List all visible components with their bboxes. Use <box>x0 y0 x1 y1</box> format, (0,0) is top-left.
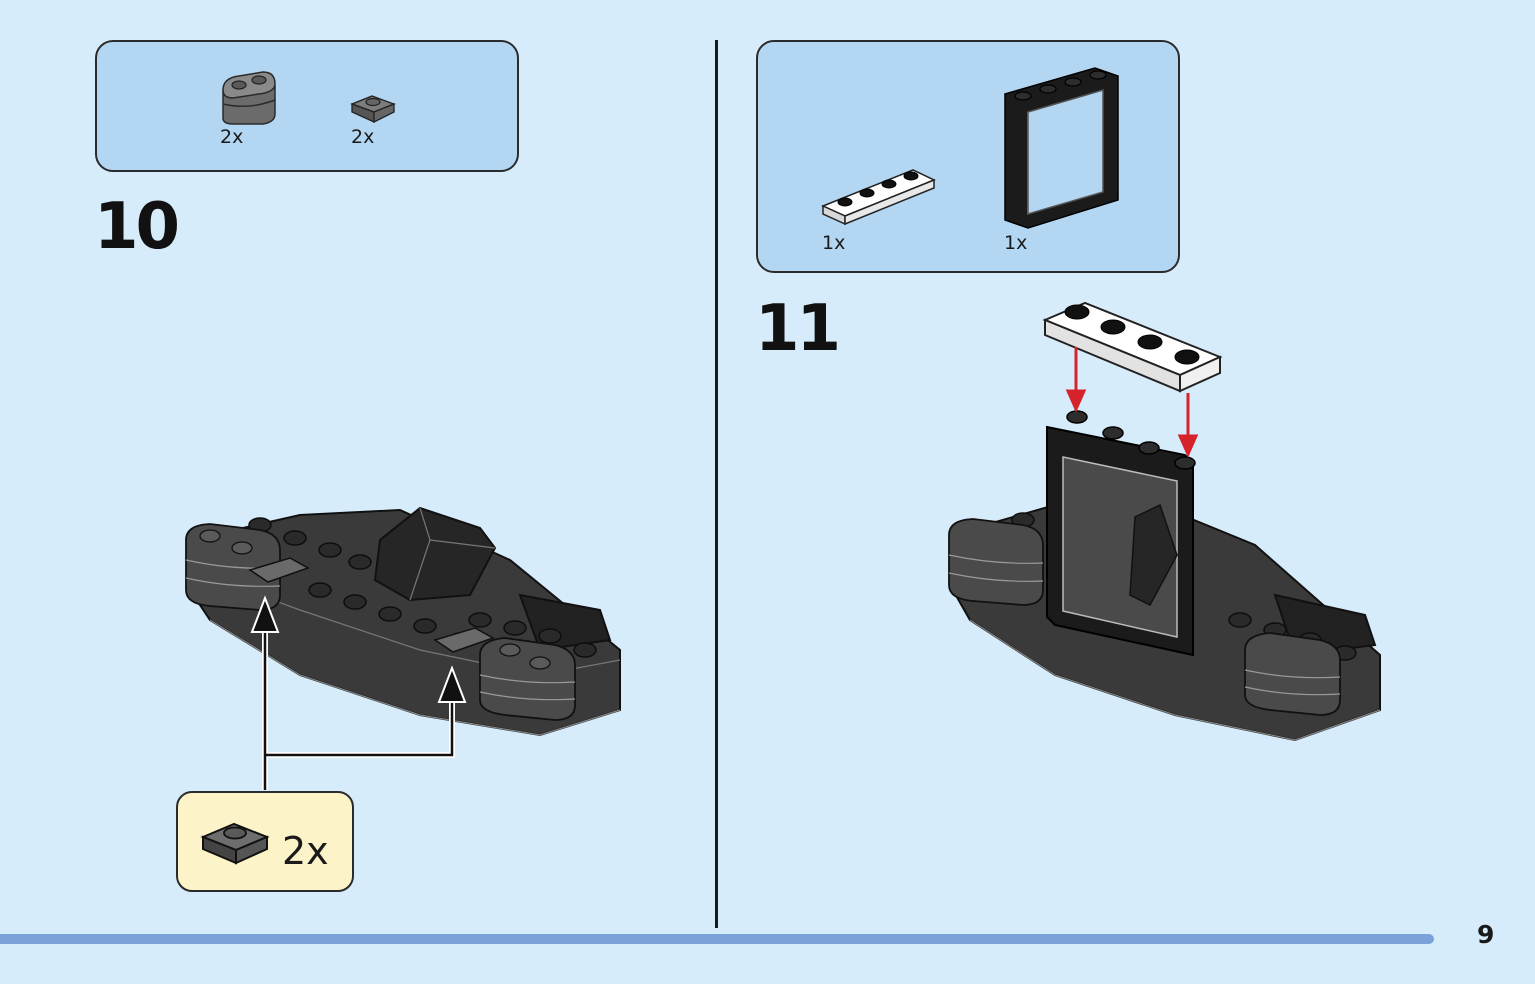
progress-bar <box>0 934 1434 944</box>
callout-arrows <box>250 595 467 790</box>
callout-qty: 2x <box>282 829 329 873</box>
white-plate-1x4-part-icon <box>821 169 936 226</box>
plate-1x1-callout-icon <box>200 822 270 865</box>
step-number-10: 10 <box>94 190 180 264</box>
step10-parts-box: 2x 2x <box>95 40 519 172</box>
part-qty-window-frame: 1x <box>1004 232 1028 254</box>
step10-callout-box: 2x <box>176 791 354 892</box>
black-window-frame-part-icon <box>1004 67 1119 229</box>
plate-1x1-part-icon <box>350 95 396 124</box>
step11-parts-box: 1x 1x <box>756 40 1180 273</box>
page-divider <box>715 40 718 928</box>
part-qty-round-brick: 2x <box>220 126 244 148</box>
page-number: 9 <box>1477 920 1495 949</box>
part-qty-white-plate: 1x <box>822 232 846 254</box>
round-brick-part-icon <box>222 71 276 125</box>
part-qty-plate: 2x <box>351 126 375 148</box>
step11-model-illustration <box>948 301 1381 742</box>
step10-model-illustration <box>185 506 621 737</box>
step-number-11: 11 <box>755 292 841 366</box>
